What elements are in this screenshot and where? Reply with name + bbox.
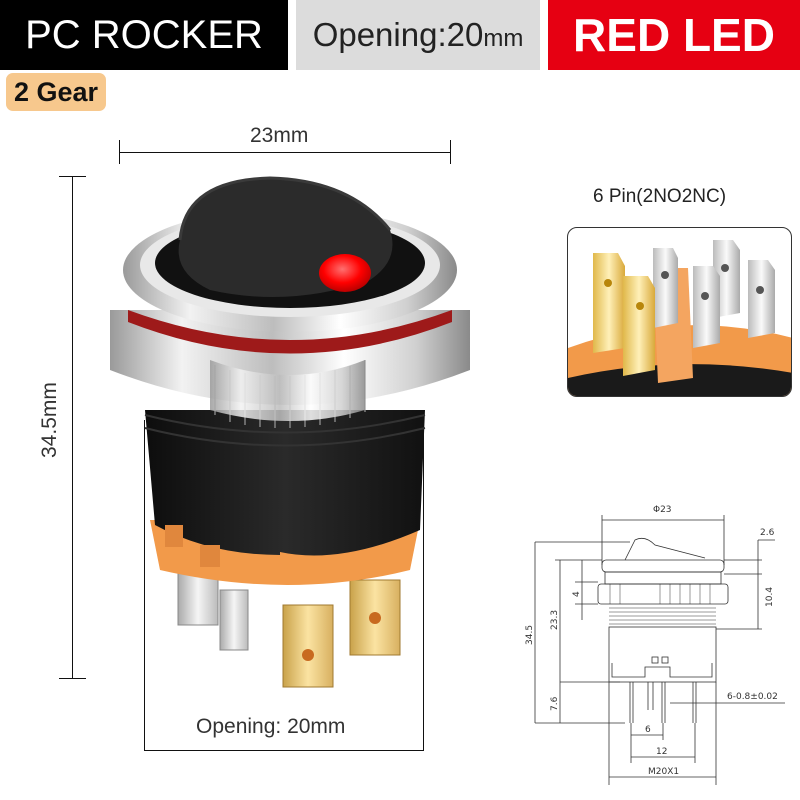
thread-label: M20X1 (648, 767, 679, 777)
technical-drawing: Φ23 2.6 10.4 4 23.3 34.5 7.6 6-0.8±0.02 … (525, 505, 785, 785)
width-dimension-tick-right (450, 140, 451, 164)
rocker-switch-image (110, 176, 470, 688)
opening-frame-bottom (144, 750, 424, 751)
pin-length-label: 7.6 (550, 696, 560, 711)
top-offset-label: 2.6 (760, 528, 775, 538)
gear-badge: 2 Gear (6, 73, 107, 111)
opening-unit: mm (483, 25, 524, 52)
bezel-height-label: 10.4 (765, 587, 775, 607)
total-height-label: 34.5 (525, 625, 535, 645)
opening-label: Opening:20 (312, 16, 484, 53)
width-dimension-label: 23mm (250, 124, 309, 147)
pin-inset-image (567, 227, 792, 397)
pin-pitch-small-label: 6 (645, 725, 651, 735)
width-dimension-line (119, 152, 451, 153)
height-dimension-line (72, 176, 73, 678)
pin-pitch-large-label: 12 (656, 747, 667, 757)
height-dimension-tick-top (59, 176, 86, 177)
opening-frame-right (423, 420, 424, 750)
opening-dimension-label: Opening: 20mm (196, 715, 346, 738)
height-dimension-label: 34.5mm (38, 382, 61, 458)
nut-height-label: 4 (572, 591, 582, 597)
led-banner: RED LED (548, 0, 800, 70)
width-dimension-tick-left (119, 140, 120, 164)
body-height-label: 23.3 (550, 610, 560, 630)
type-label: PC ROCKER (25, 12, 263, 57)
gear-label: 2 Gear (14, 76, 99, 107)
pin-inset-title: 6 Pin(2NO2NC) (593, 186, 727, 207)
height-dimension-tick-bottom (59, 678, 86, 679)
type-banner: PC ROCKER (0, 0, 288, 70)
terminal-pins-image (568, 240, 791, 396)
opening-frame-left (144, 420, 145, 750)
diameter-label: Φ23 (653, 505, 672, 515)
pin-spec-label: 6-0.8±0.02 (727, 692, 778, 702)
led-label: RED LED (573, 9, 775, 61)
